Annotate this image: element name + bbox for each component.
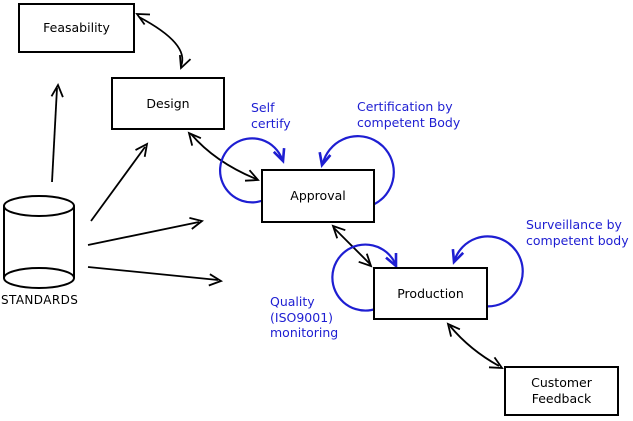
arrowhead-into-approval-left [244, 169, 260, 182]
arrowhead-toward-approval [189, 217, 205, 230]
cylinder-body [4, 206, 74, 278]
node-design-label: Design [146, 95, 190, 111]
arrow-standards-production [87, 266, 219, 281]
annotation-surveillance: Surveillance by competent body [526, 217, 629, 248]
loop-quality-monitoring-arrowhead [385, 253, 398, 269]
cylinder-top-ellipse [3, 195, 75, 217]
standards-label: STANDARDS [1, 293, 79, 307]
arrowhead-into-feasability [135, 13, 151, 26]
cylinder-bottom-ellipse [3, 267, 75, 289]
arrowhead-into-design-top [179, 55, 192, 70]
arrow-feasability-design [138, 16, 184, 67]
node-approval-label: Approval [290, 188, 346, 203]
node-approval: Approval [261, 169, 375, 223]
node-feasability-label: Feasability [43, 20, 110, 35]
node-design: Design [111, 77, 225, 130]
loop-self-certify-arrowhead [272, 147, 286, 164]
arrow-production-customer-feedback [449, 325, 500, 367]
arrowhead-toward-design [135, 142, 149, 157]
node-production: Production [373, 267, 488, 320]
standards-cylinder [3, 195, 75, 289]
arrowhead-into-production-top [358, 253, 373, 268]
arrowhead-into-production-bottom [446, 322, 461, 337]
arrow-design-approval [190, 133, 257, 180]
arrowhead-into-customer-feedback [488, 356, 504, 369]
arrow-standards-design [90, 146, 146, 222]
arrowhead-into-approval-bottom [331, 224, 346, 239]
arrowhead-toward-feasability [50, 82, 64, 98]
arrow-standards-approval [87, 221, 200, 246]
arrow-approval-production [333, 227, 371, 265]
arrow-standards-feasability [51, 87, 58, 183]
arrowhead-into-design-bottom [187, 131, 202, 146]
loop-certification-arrowhead [318, 151, 332, 168]
arrowhead-toward-production [208, 273, 224, 287]
node-customer-feedback: Customer Feedback [504, 366, 619, 416]
loop-self-certify [218, 137, 284, 204]
annotation-self-certify: Self certify [251, 100, 291, 131]
node-feasability: Feasability [18, 3, 135, 53]
node-production-label: Production [397, 285, 464, 301]
node-customer-feedback-label: Customer Feedback [531, 375, 592, 406]
annotation-quality-monitoring: Quality (ISO9001) monitoring [270, 294, 339, 340]
black-arrows [50, 13, 504, 369]
loop-surveillance-arrowhead [451, 248, 465, 265]
annotation-certification: Certification by competent Body [357, 99, 461, 130]
